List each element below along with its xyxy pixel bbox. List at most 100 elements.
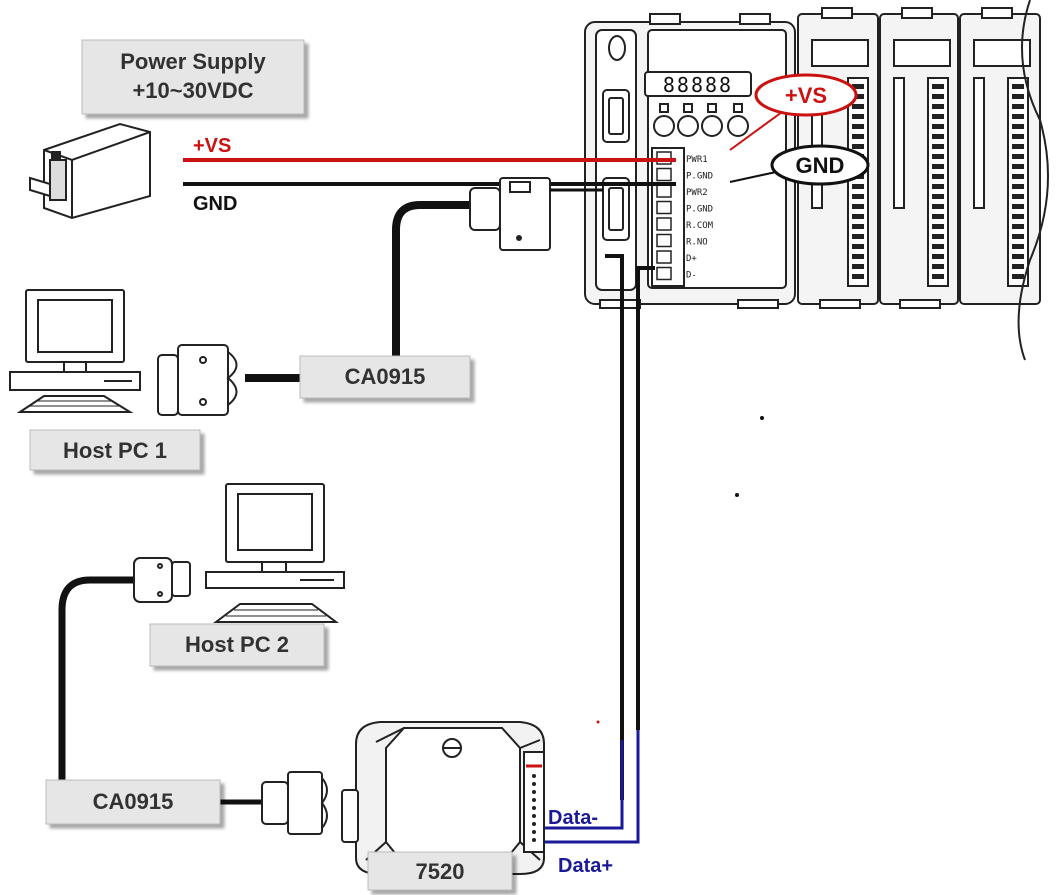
vs-callout-text: +VS xyxy=(785,83,827,108)
terminal-slot xyxy=(656,200,672,215)
vs-callout: +VS xyxy=(754,73,858,117)
module-terminal xyxy=(1012,184,1024,189)
module-terminal xyxy=(932,114,944,119)
db9-connector-icon xyxy=(602,89,630,241)
module-terminal xyxy=(1012,124,1024,129)
module-terminal xyxy=(1012,264,1024,269)
module-terminal xyxy=(1012,104,1024,109)
module-terminal xyxy=(932,234,944,239)
module-terminal xyxy=(852,134,864,139)
cable-label-bottom: CA0915 xyxy=(45,779,221,825)
module-terminal xyxy=(932,184,944,189)
data-plus-label: Data+ xyxy=(558,855,613,877)
vs-wire-label: +VS xyxy=(193,135,231,157)
converter-pin xyxy=(532,822,536,826)
terminal-slot xyxy=(656,266,672,281)
converter-label-text: 7520 xyxy=(416,859,465,884)
gnd-wire-label: GND xyxy=(193,193,237,215)
module-terminal xyxy=(1012,204,1024,209)
db9-connector-icon xyxy=(133,557,191,603)
module-terminal xyxy=(932,194,944,199)
host-pc1-label-text: Host PC 1 xyxy=(63,438,167,463)
ca0915-top-cable-riser xyxy=(392,201,470,356)
converter-pin xyxy=(532,782,536,786)
rs485-data-wires xyxy=(532,254,655,844)
module-terminal xyxy=(932,154,944,159)
module-terminal xyxy=(852,124,864,129)
module-terminal xyxy=(1012,234,1024,239)
led-display-digits: 88888 xyxy=(663,73,733,97)
module-terminal xyxy=(932,94,944,99)
desktop-pc-icon xyxy=(9,289,141,413)
module-terminal xyxy=(1012,174,1024,179)
terminal-label: D- xyxy=(686,271,697,281)
db9-connector-icon xyxy=(469,177,603,251)
data-minus-label: Data- xyxy=(548,807,598,829)
module-terminal xyxy=(1012,84,1024,89)
led-display xyxy=(644,71,752,97)
module-terminal xyxy=(852,264,864,269)
cable-label-top-text: CA0915 xyxy=(345,364,426,389)
module-terminal xyxy=(932,274,944,279)
module-terminal xyxy=(852,214,864,219)
host-pc1-label: Host PC 1 xyxy=(29,429,201,471)
terminal-label: P.GND xyxy=(686,205,713,215)
terminal-slot xyxy=(656,233,672,248)
module-terminal xyxy=(932,174,944,179)
module-terminal xyxy=(852,274,864,279)
module-terminal xyxy=(1012,164,1024,169)
terminal-slot xyxy=(656,167,672,182)
module-terminal xyxy=(1012,94,1024,99)
terminal-label: D+ xyxy=(686,254,697,264)
module-terminal xyxy=(852,204,864,209)
module-terminal xyxy=(1012,254,1024,259)
module-terminal xyxy=(1012,144,1024,149)
terminal-label: R.COM xyxy=(686,221,714,231)
db9-connector-icon xyxy=(261,771,328,835)
module-terminal xyxy=(1012,134,1024,139)
module-terminal xyxy=(852,254,864,259)
power-supply-label-line1: Power Supply xyxy=(120,49,266,74)
terminal-label: P.GND xyxy=(686,172,713,182)
ca0915-bottom-cable xyxy=(58,576,134,780)
converter-pin xyxy=(532,830,536,834)
gnd-callout: GND xyxy=(770,144,870,186)
module-terminal xyxy=(852,84,864,89)
module-terminal xyxy=(1012,114,1024,119)
module-terminal xyxy=(932,104,944,109)
converter-pin xyxy=(532,790,536,794)
module-terminal xyxy=(932,244,944,249)
terminal-slot xyxy=(656,184,672,198)
module-terminal xyxy=(1012,154,1024,159)
power-supply-label: Power Supply +10~30VDC xyxy=(81,39,305,115)
terminal-label: PWR1 xyxy=(686,155,708,165)
rs232-rs485-converter-icon xyxy=(341,721,545,875)
module-terminal xyxy=(1012,274,1024,279)
vs-callout-leader xyxy=(729,111,783,151)
module-terminal xyxy=(932,214,944,219)
cable-label-bottom-text: CA0915 xyxy=(93,789,174,814)
db9-connector-icon xyxy=(157,344,238,416)
host-pc2-label-text: Host PC 2 xyxy=(185,632,289,657)
module-terminal xyxy=(852,104,864,109)
module-terminal xyxy=(852,184,864,189)
rotary-switches xyxy=(653,103,749,137)
terminal-label: R.NO xyxy=(686,238,708,248)
module-terminal xyxy=(932,164,944,169)
module-terminal xyxy=(852,114,864,119)
terminal-slot xyxy=(656,217,672,231)
converter-pin xyxy=(532,806,536,810)
converter-label: 7520 xyxy=(367,851,513,891)
desktop-pc-icon xyxy=(205,483,345,623)
module-terminal xyxy=(1012,194,1024,199)
module-terminal xyxy=(932,204,944,209)
converter-pin xyxy=(532,814,536,818)
terminal-slot xyxy=(656,250,672,264)
converter-pin xyxy=(532,774,536,778)
module-terminal xyxy=(1012,214,1024,219)
module-terminal xyxy=(932,254,944,259)
converter-pin xyxy=(532,798,536,802)
module-terminal xyxy=(852,234,864,239)
